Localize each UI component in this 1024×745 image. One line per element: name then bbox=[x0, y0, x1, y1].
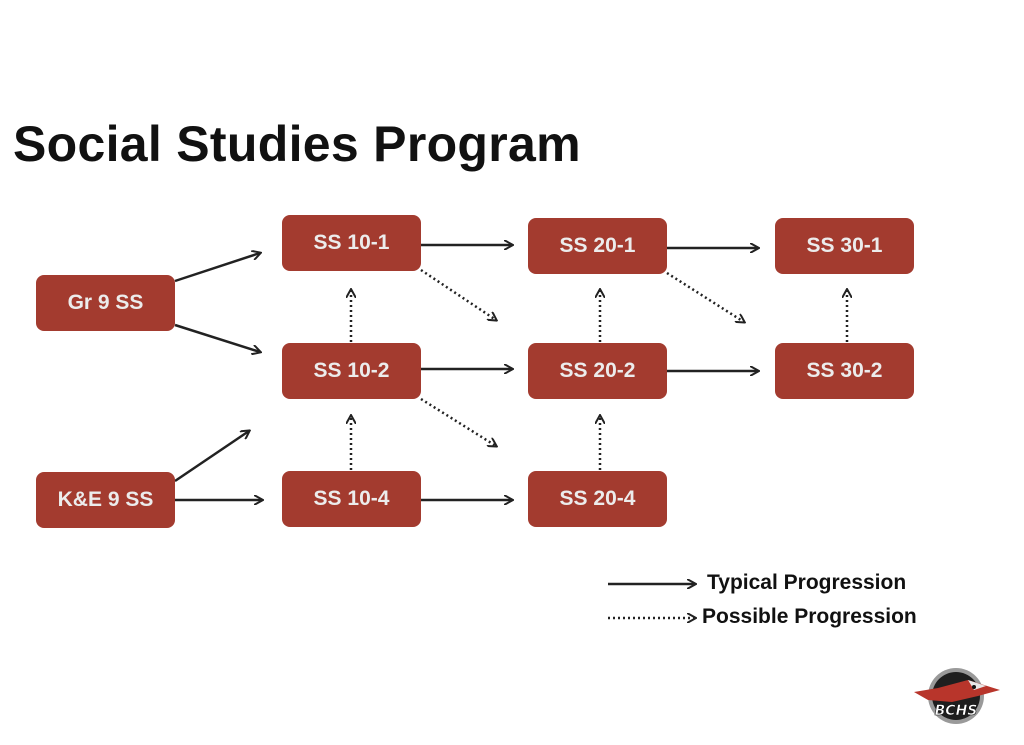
dotted-ss20-1-to-ss30-2 bbox=[666, 271, 744, 322]
node-ss10-2: SS 10-2 bbox=[282, 343, 421, 399]
node-ss10-4: SS 10-4 bbox=[282, 471, 421, 527]
arrow-gr9-to-ss10-1 bbox=[174, 253, 260, 283]
node-ss30-2: SS 30-2 bbox=[775, 343, 914, 399]
arrow-gr9-to-ss10-2 bbox=[174, 323, 260, 352]
dotted-ss10-1-to-ss20-2 bbox=[420, 268, 496, 320]
arrow-ke9-to-ss10-2 bbox=[174, 431, 249, 483]
hawk-head-logo: BCHS bbox=[914, 668, 1000, 724]
legend-possible-label: Possible Progression bbox=[702, 605, 917, 628]
node-ss20-1: SS 20-1 bbox=[528, 218, 667, 274]
node-ss20-4: SS 20-4 bbox=[528, 471, 667, 527]
node-ss10-1: SS 10-1 bbox=[282, 215, 421, 271]
node-gr9-ss: Gr 9 SS bbox=[36, 275, 175, 331]
node-ke9-ss: K&E 9 SS bbox=[36, 472, 175, 528]
legend-typical-label: Typical Progression bbox=[707, 571, 907, 594]
node-ss20-2: SS 20-2 bbox=[528, 343, 667, 399]
logo-text: BCHS bbox=[935, 703, 978, 719]
page-title: Social Studies Program bbox=[13, 116, 581, 172]
node-ss30-1: SS 30-1 bbox=[775, 218, 914, 274]
dotted-ss10-2-to-ss20-4 bbox=[420, 397, 496, 446]
